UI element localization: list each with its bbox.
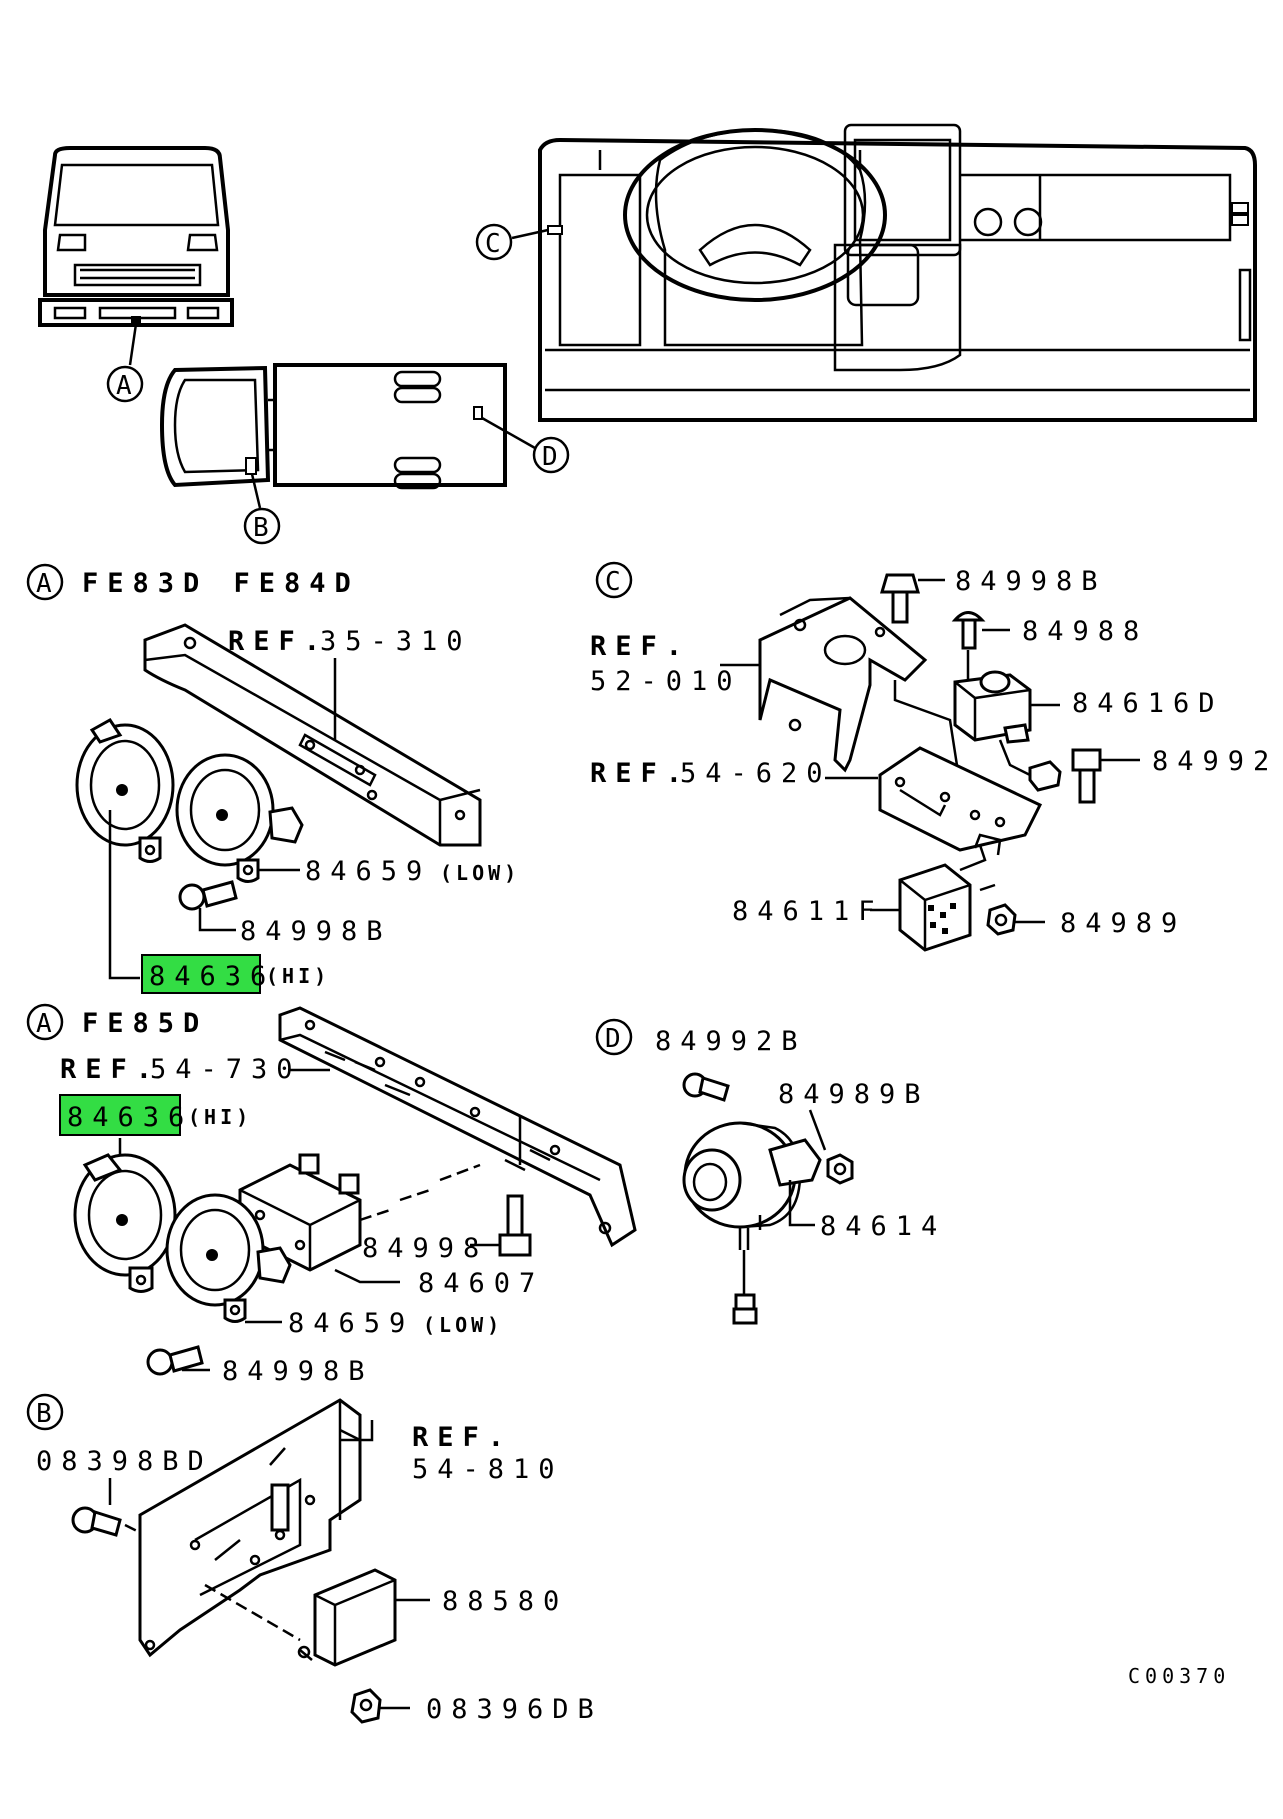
a2-ref-num: 54-730 — [150, 1054, 302, 1085]
callout-c-label: C — [485, 229, 501, 259]
a2-ref: REF. — [60, 1054, 161, 1085]
a2-bolt-a: 84998 — [362, 1233, 488, 1264]
c-ref2-num: 54-620 — [680, 758, 832, 789]
section-a1: A FE83D FE84D REF. 35-310 84659 (LOW) — [26, 563, 520, 994]
section-d: D 84992B 84989B 84614 — [595, 1018, 946, 1325]
a2-hi-tag: (HI) — [188, 1105, 252, 1129]
b-bolt: 08398BD — [36, 1446, 213, 1477]
b-nut: 08396DB — [426, 1694, 603, 1725]
c-relay2: 84611F — [732, 896, 884, 927]
c-ref1-num: 52-010 — [590, 666, 742, 697]
a1-models: FE83D FE84D — [82, 568, 360, 599]
d-nut: 84989B — [778, 1079, 930, 1110]
truck-top-view: D B — [159, 363, 570, 545]
callout-b-label: B — [253, 513, 269, 543]
c-screw: 84988 — [1022, 616, 1148, 647]
d-buzzer: 84614 — [820, 1211, 946, 1242]
c-bolt2: 84992 — [1152, 746, 1278, 777]
callout-a-label: A — [116, 371, 132, 401]
c-nut: 84989 — [1060, 908, 1186, 939]
c-bolt1: 84998B — [955, 566, 1107, 597]
c-relay1: 84616D — [1072, 688, 1224, 719]
a1-bolt: 84998B — [240, 916, 392, 947]
a2-part-hi[interactable]: 84636 — [67, 1102, 193, 1133]
b-module: 88580 — [442, 1586, 568, 1617]
a1-ref-num: 35-310 — [320, 626, 472, 657]
c-marker: C — [605, 567, 621, 597]
section-c: C REF. 52-010 REF. 54-620 84998B 84988 — [590, 561, 1278, 952]
d-bolt: 84992B — [655, 1026, 807, 1057]
a1-part-low: 84659 — [305, 856, 431, 887]
a2-part-low: 84659 — [288, 1308, 414, 1339]
c-ref2: REF. — [590, 758, 691, 789]
a2-models: FE85D — [82, 1008, 208, 1039]
a1-part-hi[interactable]: 84636 — [149, 961, 275, 992]
a2-low-tag: (LOW) — [423, 1313, 503, 1337]
a2-bracket: 84607 — [418, 1268, 544, 1299]
b-marker: B — [36, 1399, 52, 1429]
a2-bolt-b: 84998B — [222, 1356, 374, 1387]
truck-front-view: A — [38, 146, 234, 403]
a1-hi-highlight — [141, 954, 261, 994]
dashboard-view: C — [475, 123, 1257, 422]
a1-low-tag: (LOW) — [440, 861, 520, 885]
b-ref: REF. — [412, 1422, 513, 1453]
a2-marker: A — [36, 1009, 52, 1039]
d-marker: D — [605, 1024, 621, 1054]
a2-hi-highlight — [59, 1094, 181, 1136]
figure-code: C00370 — [1128, 1664, 1230, 1688]
section-a2: A FE85D REF. 54-730 84636 (HI) 84607 849… — [26, 1003, 637, 1387]
a1-ref: REF. — [228, 626, 329, 657]
a1-marker: A — [36, 569, 52, 599]
callout-d-label: D — [542, 442, 558, 472]
c-ref1: REF. — [590, 631, 691, 662]
b-ref-num: 54-810 — [412, 1454, 564, 1485]
section-b: B 08398BD REF. 54-810 88580 08396DB — [26, 1393, 603, 1725]
a1-hi-tag: (HI) — [266, 964, 330, 988]
